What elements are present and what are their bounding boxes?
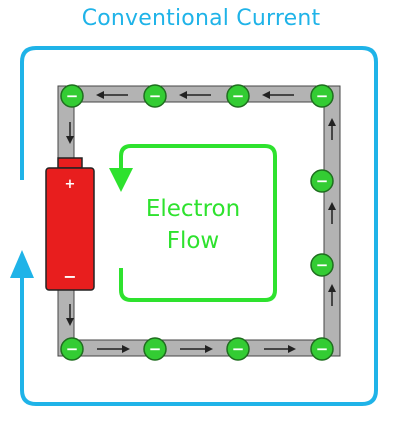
wire-direction-arrows — [66, 91, 336, 353]
electron-sign: − — [149, 340, 162, 358]
electron — [310, 84, 334, 108]
electron-sign: − — [232, 87, 245, 105]
electron-flow-arrowhead — [109, 168, 133, 192]
electron-sign: − — [232, 340, 245, 358]
electron — [60, 337, 84, 361]
electron-sign: − — [316, 256, 329, 274]
electron-flow-loop — [119, 144, 277, 302]
battery: + − — [45, 157, 95, 291]
electron-sign: − — [149, 87, 162, 105]
conventional-current-arrowhead — [10, 250, 34, 278]
conventional-current-loop — [20, 46, 378, 406]
electron-flow-label-line2: Flow — [167, 228, 220, 254]
electron-sign: − — [316, 172, 329, 190]
electron-flow-label-line1: Electron — [146, 196, 240, 222]
electron — [310, 253, 334, 277]
electron — [310, 337, 334, 361]
electron-sign: − — [316, 87, 329, 105]
battery-body — [45, 167, 95, 291]
electron-sign: − — [316, 340, 329, 358]
electron — [143, 84, 167, 108]
battery-positive-label: + — [65, 177, 76, 192]
electron-sign: − — [66, 87, 79, 105]
electron — [226, 337, 250, 361]
electron — [60, 84, 84, 108]
battery-negative-label: − — [63, 267, 76, 286]
electron — [143, 337, 167, 361]
electron-sign: − — [66, 340, 79, 358]
battery-terminal — [57, 157, 83, 169]
diagram-title: Conventional Current — [81, 6, 321, 31]
electron — [226, 84, 250, 108]
electron — [310, 169, 334, 193]
electrons: − − − − − − − − − − — [60, 84, 334, 361]
